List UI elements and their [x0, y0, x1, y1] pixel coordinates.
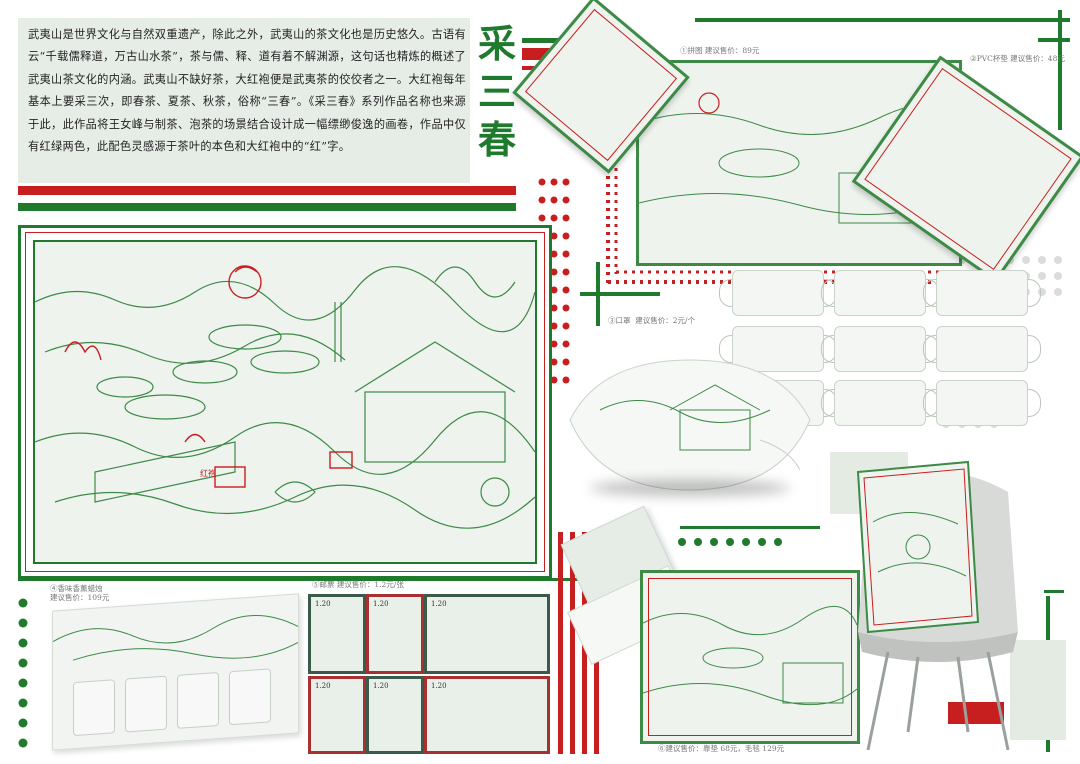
stamp-value: 1.20 — [373, 600, 389, 608]
decor-block — [1010, 640, 1066, 740]
mask-flat — [821, 380, 939, 426]
candle-jar — [73, 679, 115, 737]
green-stripe — [695, 18, 1070, 22]
main-artwork-frame: 红袍 — [18, 225, 552, 579]
seal-text: 红袍 — [200, 469, 216, 478]
stamp: 1.20 — [424, 594, 550, 674]
stamp: 1.20 — [308, 594, 366, 674]
mask-flat — [923, 380, 1041, 426]
mask-3d — [560, 350, 820, 500]
green-dot-column — [18, 598, 28, 748]
stamp-value: 1.20 — [373, 682, 389, 690]
stamp: 1.20 — [424, 676, 550, 754]
stamp: 1.20 — [366, 594, 424, 674]
mask-flat — [923, 270, 1041, 316]
green-stripe — [596, 262, 600, 326]
candle-jar — [125, 675, 167, 733]
candle-gift-box — [52, 593, 299, 751]
green-stripe — [1044, 590, 1064, 593]
blanket — [640, 570, 860, 744]
green-stripe — [18, 578, 618, 581]
stamp-value: 1.20 — [431, 682, 447, 690]
candle-jar — [177, 671, 219, 729]
green-stripe — [18, 203, 516, 211]
stamp-value: 1.20 — [315, 600, 331, 608]
mask-flat — [923, 326, 1041, 372]
intro-panel — [18, 18, 470, 183]
stamp: 1.20 — [308, 676, 366, 754]
puzzle-caption: ①拼图 建议售价：89元 — [680, 46, 760, 55]
title-char: 采 — [477, 21, 516, 66]
red-stripe — [558, 532, 563, 754]
blanket-caption: ⑥建议售价：靠垫 68元，毛毯 129元 — [658, 744, 785, 753]
vertical-title: 采 三 春 — [472, 20, 522, 164]
title-char: 春 — [477, 117, 516, 162]
green-stripe — [580, 292, 660, 296]
green-stripe — [1038, 38, 1070, 42]
red-block — [948, 702, 1004, 724]
coaster-caption: ②PVC杯垫 建议售价：48元 — [970, 54, 1065, 63]
stamp-value: 1.20 — [315, 682, 331, 690]
stamp: 1.20 — [366, 676, 424, 754]
green-stripe — [680, 526, 820, 529]
mask-caption: ③口罩 建议售价：2元/个 — [608, 316, 696, 325]
intro-text: 武夷山是世界文化与自然双重遗产，除此之外，武夷山的茶文化也是历史悠久。古语有云“… — [28, 28, 466, 154]
tea-landscape-illustration — [35, 265, 535, 529]
mask-flat — [719, 270, 837, 316]
stamp-value: 1.20 — [431, 600, 447, 608]
mask-flat — [821, 326, 939, 372]
candles-caption: ④香味香薰蜡烛 建议售价：109元 — [50, 584, 110, 602]
mask-flat — [821, 270, 939, 316]
mask-flat — [719, 326, 837, 372]
candle-jar — [229, 668, 271, 726]
main-artwork: 红袍 — [33, 240, 537, 564]
stamps-caption: ⑤邮票 建议售价：1.2元/张 — [312, 580, 404, 589]
chair — [848, 452, 1026, 752]
red-stripe — [570, 532, 575, 754]
green-stripe — [1058, 10, 1062, 130]
red-stripe — [18, 186, 516, 195]
title-char: 三 — [477, 69, 516, 114]
green-dot-row — [678, 538, 782, 546]
